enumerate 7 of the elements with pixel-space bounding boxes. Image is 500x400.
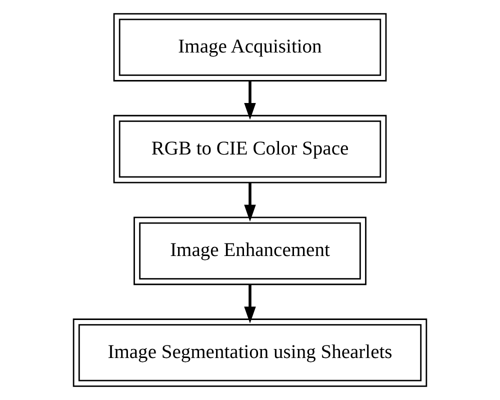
arrow (244, 81, 256, 120)
arrow (244, 284, 256, 324)
node-box: Image Acquisition (113, 13, 387, 82)
node-box: Image Enhancement (134, 216, 366, 286)
arrow (244, 182, 256, 222)
node-box: Image Segmentation using Shearlets (72, 318, 428, 387)
node-box: RGB to CIE Color Space (113, 114, 387, 184)
